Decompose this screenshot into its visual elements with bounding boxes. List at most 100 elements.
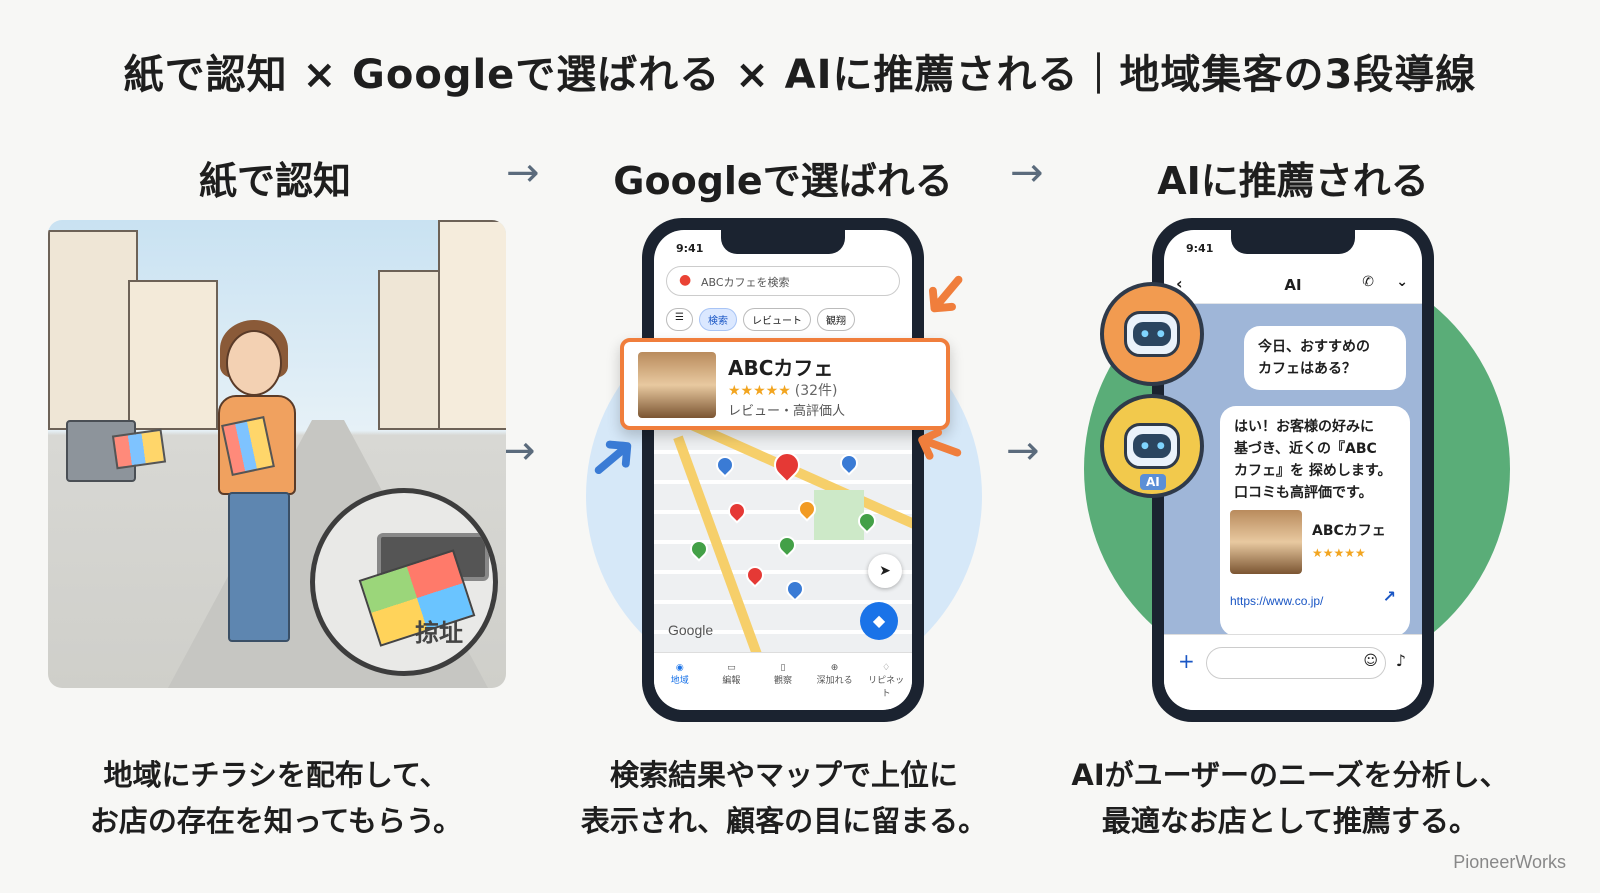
plus-icon[interactable]: +	[1178, 649, 1195, 673]
bell-icon: ♢	[882, 663, 891, 673]
updates-icon: ▭	[727, 663, 736, 673]
chip-review[interactable]: レビュート	[742, 308, 811, 331]
map-pin-blue-3[interactable]	[782, 576, 808, 602]
woman-head	[226, 330, 282, 396]
directions-icon[interactable]: ◆	[860, 602, 898, 640]
step1-heading: 紙で認知	[198, 159, 351, 203]
map-pin-blue-2[interactable]	[836, 450, 862, 476]
business-name: ABCカフェ	[728, 356, 834, 380]
map-pin-red-2[interactable]	[742, 562, 768, 588]
step3-caption: AIがユーザーのニーズを分析し、 最適なお店として推薦する。	[1030, 752, 1550, 844]
robot-eyes: ●●	[1141, 329, 1173, 339]
flyer-scene-illustration: 掠址	[48, 220, 506, 688]
nav-explore[interactable]: ◉ 地域	[658, 663, 702, 710]
robot-face: ●●	[1124, 311, 1180, 357]
ai-screen: 9:41 ‹ AI ✆ ⌄ 今日、おすすめの カフェはある？ はい！お客様の好み…	[1164, 230, 1422, 710]
house-right-2	[438, 220, 506, 430]
rating-stars: ★★★★★(32件)	[728, 380, 838, 400]
map-pin-icon: ●	[679, 272, 692, 288]
nav-saved[interactable]: ▯ 觀察	[761, 663, 805, 710]
step3-caption-line2: 最適なお店として推薦する。	[1101, 804, 1479, 838]
step3-caption-line1: AIがユーザーのニーズを分析し、	[1071, 758, 1509, 792]
locate-icon[interactable]: ➤	[868, 554, 902, 588]
nav-saved-label: 觀察	[773, 676, 792, 686]
phone-call-icon[interactable]: ✆	[1362, 274, 1374, 290]
robot-face-2: ●●	[1124, 423, 1180, 469]
top-arrow-1: →	[506, 150, 540, 196]
step2-caption: 検索結果やマップで上位に 表示され、顧客の目に留まる。	[524, 752, 1044, 844]
robot-eyes-2: ●●	[1141, 441, 1173, 451]
step1-caption-line2: お店の存在を知ってもらう。	[89, 804, 463, 838]
mid-arrow-2: →	[1006, 428, 1040, 474]
step2-caption-line2: 表示され、顧客の目に留まる。	[580, 804, 988, 838]
footer-brand: PioneerWorks	[1453, 852, 1566, 872]
nav-notify-label: リピネット	[868, 676, 905, 699]
bookmark-icon: ▯	[780, 663, 786, 673]
maps-bottom-nav: ◉ 地域 ▭編報 ▯ 觀察 ⊕ 深加れる ♢ リピネット	[654, 652, 912, 710]
nav-updates[interactable]: ▭編報	[709, 663, 753, 710]
step1-caption-line1: 地域にチラシを配布して、	[103, 758, 449, 792]
shop-name: ABCカフェ	[1312, 523, 1386, 539]
chat-header: ‹ AI ✆ ⌄	[1164, 266, 1422, 304]
mic-icon[interactable]: ♪	[1395, 651, 1406, 670]
external-link-icon[interactable]: ↗	[1382, 587, 1396, 606]
map-pin-green-3[interactable]	[774, 532, 800, 558]
map-pin-green-2[interactable]	[686, 536, 712, 562]
ai-message-line3: カフェ』を 探めします。	[1234, 463, 1392, 479]
nav-notify[interactable]: ♢ リピネット	[864, 663, 908, 710]
map-pin-blue[interactable]	[712, 452, 738, 478]
back-icon[interactable]: ‹	[1176, 274, 1183, 293]
step1-caption: 地域にチラシを配布して、 お店の存在を知ってもらう。	[16, 752, 536, 844]
ai-message: はい！お客様の好みに 基づき、近くの『ABC カフェ』を 探めします。 口コミも…	[1220, 406, 1410, 636]
chat-body: 今日、おすすめの カフェはある？ はい！お客様の好みに 基づき、近くの『ABC …	[1164, 304, 1422, 654]
top-arrow-2: →	[1010, 150, 1044, 196]
phone-notch	[721, 230, 845, 254]
ai-message-line1: はい！お客様の好みに	[1234, 419, 1374, 435]
emoji-icon[interactable]: ☺	[1363, 653, 1378, 669]
robot-avatar-yellow-icon: ●● AI	[1100, 394, 1204, 498]
ai-message-line4: 口コミも高評価です。	[1234, 485, 1373, 501]
pin-icon: ◉	[675, 663, 684, 673]
zoom-mail-slot: 掠址	[310, 488, 498, 676]
nav-contribute-label: 深加れる	[816, 676, 853, 686]
maps-screen: 9:41 ● ABCカフェを検索 ☰ 検索 レビュート 観翔 ➤ ◆ Go	[654, 230, 912, 710]
maps-phone: 9:41 ● ABCカフェを検索 ☰ 検索 レビュート 観翔 ➤ ◆ Go	[642, 218, 924, 722]
ai-phone: 9:41 ‹ AI ✆ ⌄ 今日、おすすめの カフェはある？ はい！お客様の好み…	[1152, 218, 1434, 722]
cafe-thumbnail	[638, 352, 716, 418]
map-pin-red[interactable]	[724, 498, 750, 524]
plus-circle-icon: ⊕	[830, 663, 839, 673]
status-time-2: 9:41	[1186, 242, 1214, 255]
chat-title: AI	[1284, 276, 1302, 294]
map-area[interactable]: ➤ ◆ Google	[654, 409, 912, 665]
user-message-line1: 今日、おすすめの	[1258, 339, 1370, 355]
chevron-down-icon[interactable]: ⌄	[1396, 274, 1408, 290]
ai-message-line2: 基づき、近くの『ABC	[1234, 441, 1377, 457]
house-left-2	[128, 280, 218, 430]
business-subtitle: レビュー・高評価人	[728, 404, 846, 419]
robot-ai-badge: AI	[1140, 474, 1166, 490]
phone-notch-2	[1231, 230, 1355, 254]
user-message-line2: カフェはある？	[1258, 361, 1356, 377]
step2-heading: Googleで選ばれる	[613, 159, 953, 203]
page-title: 紙で認知 × Googleで選ばれる × AIに推薦される｜地域集客の3段導線	[123, 52, 1477, 98]
rating-stars-glyphs: ★★★★★	[728, 383, 791, 399]
business-card-highlight[interactable]: ABCカフェ ★★★★★(32件) レビュー・高評価人	[620, 338, 950, 430]
chip-saved[interactable]: 観翔	[816, 308, 855, 331]
review-count: (32件)	[794, 383, 838, 399]
park	[814, 490, 864, 540]
chat-input-bar: + ☺ ♪	[1164, 634, 1422, 710]
filter-icon[interactable]: ☰	[666, 308, 693, 331]
shop-link[interactable]: https://www.co.jp/	[1230, 594, 1324, 608]
step3-heading: AIに推薦される	[1157, 159, 1429, 203]
shop-thumbnail	[1230, 510, 1302, 574]
maps-search-input[interactable]: ● ABCカフェを検索	[666, 266, 900, 296]
house-left	[48, 230, 138, 430]
nav-explore-label: 地域	[670, 676, 689, 686]
step2-caption-line1: 検索結果やマップで上位に	[609, 758, 958, 792]
mid-arrow-1: →	[502, 428, 536, 474]
user-message: 今日、おすすめの カフェはある？	[1244, 326, 1406, 390]
chat-input[interactable]	[1206, 647, 1386, 679]
nav-contribute[interactable]: ⊕ 深加れる	[813, 663, 857, 710]
chip-search[interactable]: 検索	[698, 308, 737, 331]
woman-legs	[228, 492, 290, 642]
